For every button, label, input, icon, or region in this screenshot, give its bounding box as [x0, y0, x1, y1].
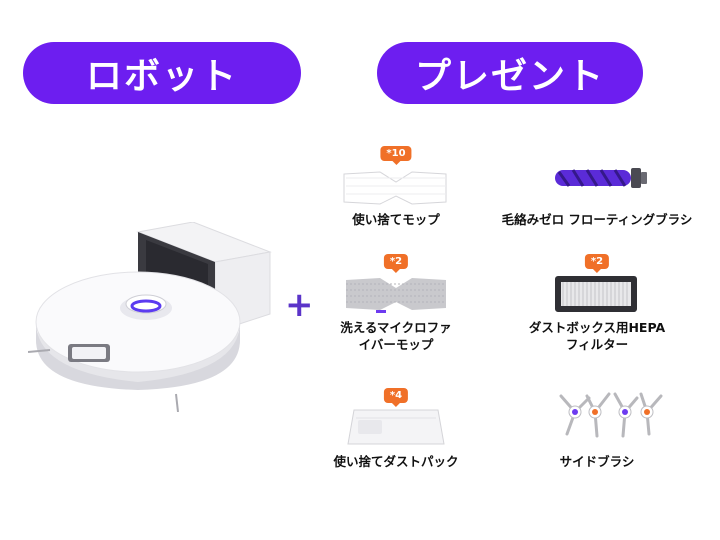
- floating-brush-image: [555, 168, 647, 188]
- microfiber-mop-image: [346, 278, 446, 313]
- item-label: 使い捨てモップ: [352, 212, 440, 227]
- item-label: 洗えるマイクロファ イバーモップ: [296, 319, 496, 353]
- hepa-filter-image: [555, 276, 637, 312]
- badge: *2: [584, 254, 610, 273]
- badge: *4: [383, 388, 409, 407]
- item-label: 使い捨てダストパック: [333, 454, 459, 469]
- item-label: サイドブラシ: [559, 454, 635, 469]
- side-brush-image: [559, 392, 663, 438]
- present-header-text: プレゼント: [414, 56, 605, 97]
- badge: *2: [383, 254, 409, 273]
- accessory-hepa-filter: *2 ダストボックス用HEPA フィルター: [497, 254, 697, 353]
- item-label-line-1: ダストボックス用HEPA: [528, 320, 666, 335]
- accessory-microfiber-mop: *2 洗えるマイクロファ イバーモップ: [296, 254, 496, 353]
- robot-header-text: ロボット: [85, 56, 238, 97]
- badge: *10: [380, 146, 412, 165]
- present-header: プレゼント: [377, 42, 643, 104]
- accessory-dust-bag: *4 使い捨てダストパック: [296, 388, 496, 470]
- item-label: 毛絡みゼロ フローティングブラシ: [501, 212, 693, 227]
- disposable-mop-image: [343, 171, 447, 205]
- accessory-disposable-mop: *10 使い捨てモップ: [296, 146, 496, 228]
- plus-sign: +: [285, 285, 314, 325]
- item-label-line-2: イバーモップ: [358, 337, 434, 352]
- robot-header: ロボット: [23, 42, 301, 104]
- accessory-floating-brush: 毛絡みゼロ フローティングブラシ: [497, 148, 697, 228]
- accessory-side-brush: サイドブラシ: [497, 390, 697, 470]
- robot-vacuum-image: [28, 222, 272, 412]
- item-label-line-2: フィルター: [565, 337, 629, 352]
- dust-bag-image: [347, 409, 445, 445]
- item-label: ダストボックス用HEPA フィルター: [497, 319, 697, 353]
- item-label-line-1: 洗えるマイクロファ: [340, 320, 452, 335]
